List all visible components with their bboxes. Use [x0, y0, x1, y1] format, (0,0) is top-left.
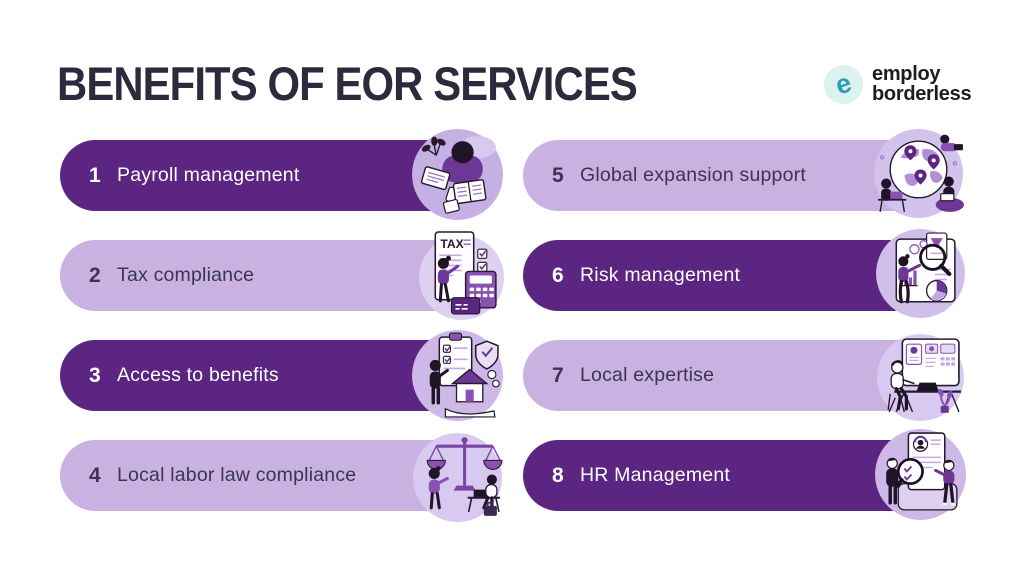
benefit-row-labor-law: 4 Local labor law compliance — [60, 433, 503, 522]
benefit-label: Payroll management — [117, 164, 300, 186]
benefit-label: HR Management — [580, 464, 731, 486]
benefit-number: 5 — [552, 163, 564, 187]
benefits-illustration-icon — [407, 327, 504, 424]
employ-borderless-logo: e employ borderless — [824, 63, 972, 105]
benefit-row-local-expertise: 7 Local expertise — [523, 334, 964, 421]
benefit-row-hr: 8 HR Management — [523, 429, 966, 520]
benefit-label: Risk management — [580, 264, 741, 286]
tax-illustration-icon: TAX — [407, 227, 504, 324]
payroll-illustration-icon — [407, 127, 504, 224]
benefit-number: 7 — [552, 363, 564, 387]
benefit-row-benefits: 3 Access to benefits — [60, 330, 503, 421]
benefit-label: Tax compliance — [117, 264, 255, 286]
benefit-label: Local expertise — [580, 364, 715, 386]
global-expansion-illustration-icon — [870, 127, 967, 224]
logo-text-line2: borderless — [872, 83, 972, 105]
benefit-row-payroll: 1 Payroll management — [60, 129, 503, 220]
benefit-label: Access to benefits — [117, 364, 279, 386]
benefit-number: 4 — [89, 463, 101, 487]
svg-text:TAX: TAX — [440, 237, 463, 251]
benefit-number: 8 — [552, 463, 564, 487]
risk-management-illustration-icon — [870, 227, 967, 324]
logo-text-line1: employ — [872, 63, 941, 85]
benefit-number: 6 — [552, 263, 564, 287]
benefit-label: Local labor law compliance — [117, 464, 357, 486]
benefit-number: 1 — [89, 163, 101, 187]
labor-law-illustration-icon — [407, 427, 504, 524]
local-expertise-illustration-icon — [870, 327, 967, 424]
svg-text:e: e — [832, 67, 856, 100]
page-title: BENEFITS OF EOR SERVICES — [57, 57, 638, 110]
benefit-number: 3 — [89, 363, 101, 387]
benefit-row-tax: 2 Tax compliance TAX — [60, 231, 504, 320]
benefit-row-risk: 6 Risk management — [523, 229, 965, 318]
benefit-row-global: 5 Global expansion support — [523, 129, 964, 218]
logo-e-icon: e — [824, 64, 863, 104]
benefit-number: 2 — [89, 263, 101, 287]
benefit-label: Global expansion support — [580, 164, 806, 186]
logo-text: employ borderless — [872, 63, 972, 105]
hr-management-illustration-icon — [870, 427, 967, 524]
